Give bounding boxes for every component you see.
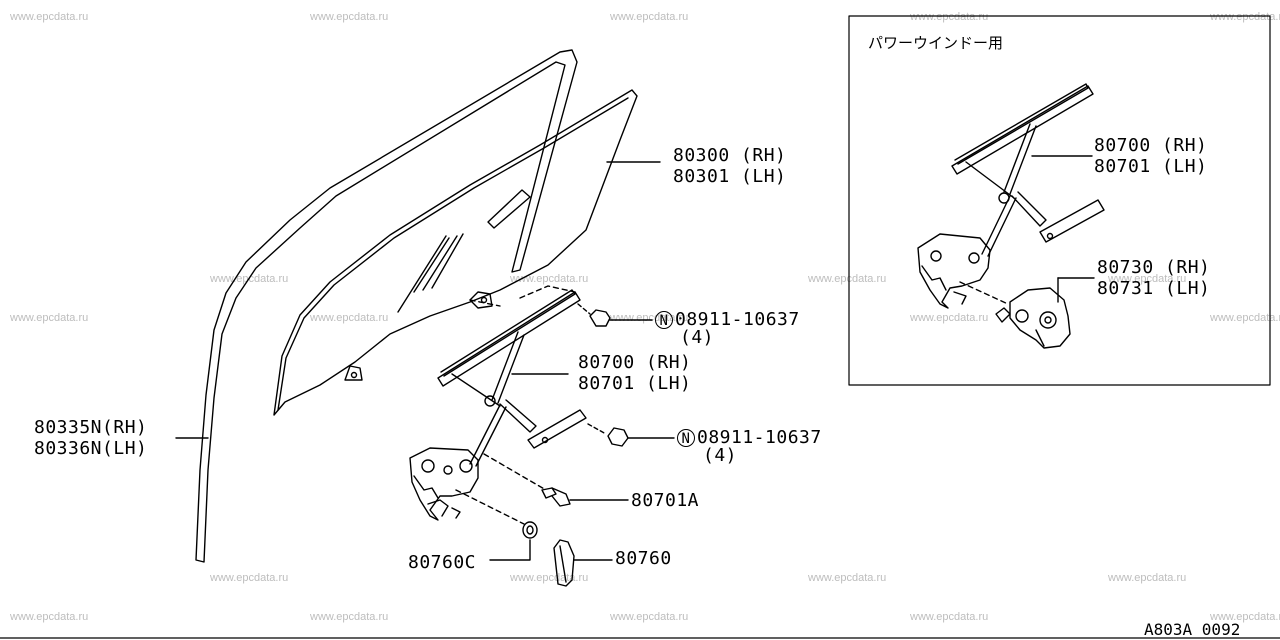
label-glass-rh: 80300 (RH) (673, 145, 787, 166)
watermark: www.epcdata.ru (1210, 611, 1280, 623)
inset-motor (995, 277, 1095, 349)
watermark: www.epcdata.ru (910, 611, 989, 623)
label-handle: 80760 (615, 548, 672, 569)
bolt (483, 453, 629, 507)
glass-run-channel (195, 49, 578, 563)
label-inset-regulator-lh: 80701 (LH) (1094, 156, 1208, 177)
watermark: www.epcdata.ru (310, 312, 389, 324)
watermark: www.epcdata.ru (808, 273, 887, 285)
window-regulator (409, 285, 587, 521)
watermark: www.epcdata.ru (1108, 273, 1187, 285)
watermark: www.epcdata.ru (310, 11, 389, 23)
watermark: www.epcdata.ru (210, 572, 289, 584)
watermark: www.epcdata.ru (1108, 572, 1187, 584)
label-nut-top-qty: (4) (680, 327, 715, 348)
label-run-lh: 80336N(LH) (34, 438, 148, 459)
document-id: A803A 0092 (1144, 620, 1241, 639)
label-glass-lh: 80301 (LH) (673, 166, 787, 187)
watermark: www.epcdata.ru (1210, 312, 1280, 324)
watermark: www.epcdata.ru (310, 611, 389, 623)
watermark: www.epcdata.ru (10, 11, 89, 23)
nut-bottom (587, 423, 675, 447)
label-run-rh: 80335N(RH) (34, 417, 148, 438)
watermark: www.epcdata.ru (910, 312, 989, 324)
label-motor-lh: 80731 (LH) (1097, 278, 1211, 299)
label-nut-bottom-code: 08911-10637 (697, 427, 822, 448)
n-circle-icon: N (677, 429, 695, 447)
watermark: www.epcdata.ru (510, 273, 589, 285)
label-regulator-lh: 80701 (LH) (578, 373, 692, 394)
label-inset-regulator-rh: 80700 (RH) (1094, 135, 1208, 156)
regulator-handle (553, 539, 613, 587)
watermark: www.epcdata.ru (808, 572, 887, 584)
n-circle-icon: N (655, 311, 673, 329)
watermark: www.epcdata.ru (10, 312, 89, 324)
watermark: www.epcdata.ru (610, 611, 689, 623)
label-washer: 80760C (408, 552, 477, 573)
label-regulator-rh: 80700 (RH) (578, 352, 692, 373)
door-glass (273, 89, 638, 416)
watermark: www.epcdata.ru (610, 11, 689, 23)
watermark: www.epcdata.ru (510, 572, 589, 584)
inset-regulator (917, 83, 1105, 309)
label-nut-bottom-qty: (4) (703, 445, 738, 466)
label-bolt: 80701A (631, 490, 700, 511)
inset-frame (848, 15, 1271, 386)
watermark: www.epcdata.ru (910, 11, 989, 23)
label-nut-top-code: 08911-10637 (675, 309, 800, 330)
label-motor-rh: 80730 (RH) (1097, 257, 1211, 278)
watermark: www.epcdata.ru (10, 611, 89, 623)
watermark: www.epcdata.ru (1210, 11, 1280, 23)
nut-top (577, 303, 653, 327)
inset-title: パワーウインドー用 (868, 34, 1004, 52)
washer (455, 489, 538, 561)
